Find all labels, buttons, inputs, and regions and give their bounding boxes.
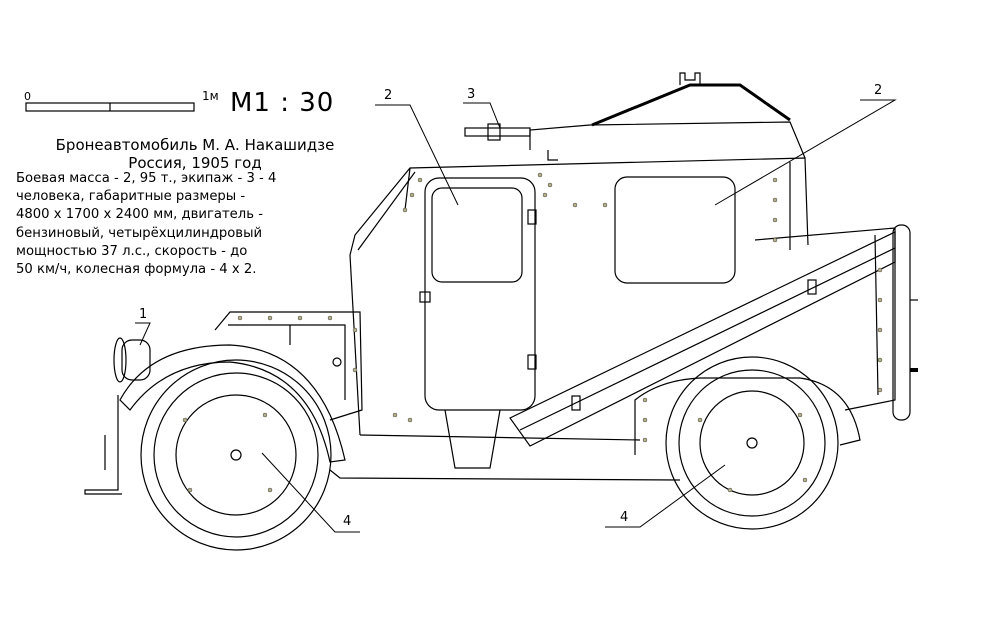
rivets	[182, 172, 883, 493]
scale-ratio: М1 : 30	[230, 88, 335, 118]
rear-wheel	[665, 356, 839, 530]
scale-bar	[25, 102, 195, 112]
spec-line: мощностью 37 л.с., скорость - до	[16, 243, 248, 259]
spec-line: бензиновый, четырёхцилиндровый	[16, 225, 263, 241]
scale-start-label: 0	[24, 90, 31, 103]
vehicle-body	[84, 72, 918, 495]
side-window	[614, 176, 736, 284]
spec-line: Боевая масса - 2, 95 т., экипаж - 3 - 4	[16, 171, 277, 186]
spec-line: 4800 х 1700 х 2400 мм, двигатель -	[16, 207, 263, 223]
callout-3: 3	[467, 87, 476, 102]
title-line-1: Бронеавтомобиль М. А. Накашидзе	[55, 136, 335, 154]
spec-line: человека, габаритные размеры -	[16, 189, 246, 205]
machine-gun	[464, 123, 531, 141]
front-wheel	[140, 359, 332, 551]
callout-4-front: 4	[343, 514, 352, 529]
callout-1: 1	[139, 307, 148, 322]
callout-4-rear: 4	[620, 510, 629, 525]
door	[424, 177, 536, 411]
scale-end-label: 1м	[202, 89, 219, 103]
rear-bumper	[892, 224, 911, 421]
spec-line: 50 км/ч, колесная формула - 4 х 2.	[16, 262, 257, 278]
door-window	[431, 187, 523, 283]
callout-2-window: 2	[874, 83, 883, 98]
headlamp	[113, 337, 151, 383]
callout-2-door: 2	[384, 88, 393, 103]
callout-leaders	[135, 99, 897, 533]
title-line-2: Россия, 1905 год	[128, 154, 262, 172]
specs-text: Боевая масса - 2, 95 т., экипаж - 3 - 4 …	[16, 170, 276, 279]
